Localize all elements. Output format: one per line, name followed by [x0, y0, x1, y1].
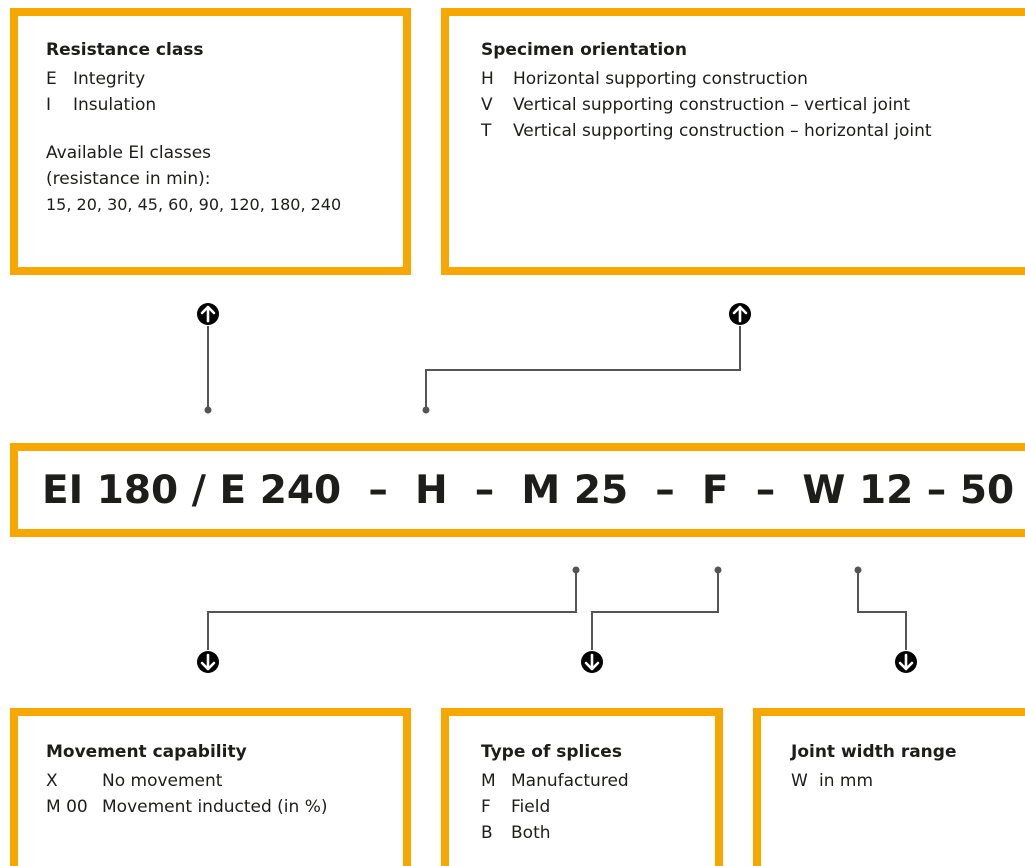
arrow-up-icon [729, 303, 751, 325]
orientation-label-h: Horizontal supporting construction [513, 69, 808, 89]
resistance-item-e: E Integrity [46, 66, 403, 92]
orientation-label-t: Vertical supporting construction – horiz… [513, 121, 932, 141]
connector-movement [207, 570, 577, 650]
resistance-code-e: E [46, 69, 57, 89]
orientation-item-t: T Vertical supporting construction – hor… [481, 118, 1025, 144]
specimen-orientation-box: Specimen orientation H Horizontal suppor… [441, 8, 1025, 275]
connector-dot [572, 566, 580, 574]
movement-code-m: M 00 [46, 797, 88, 817]
orientation-code-h: H [481, 69, 494, 89]
designation-box: EI 180 / E 240 – H – M 25 – F – W 12 – 5… [10, 443, 1025, 537]
arrow-down-icon [895, 651, 917, 673]
splice-code-m: M [481, 771, 496, 791]
connector-splices [591, 570, 719, 650]
movement-item-m: M 00 Movement inducted (in %) [46, 794, 403, 820]
movement-code-x: X [46, 771, 58, 791]
orientation-label-v: Vertical supporting construction – verti… [513, 95, 911, 115]
connector-dot [422, 406, 430, 414]
splice-item-m: M Manufactured [481, 768, 715, 794]
movement-capability-box: Movement capability X No movement M 00 M… [10, 708, 411, 866]
connector-dot [854, 566, 862, 574]
connector-orientation [425, 326, 741, 410]
splice-item-b: B Both [481, 820, 715, 846]
splice-code-f: F [481, 797, 491, 817]
orientation-code-t: T [481, 121, 492, 141]
specimen-orientation-title: Specimen orientation [481, 40, 687, 60]
resistance-note-line-1: Available EI classes [46, 143, 212, 163]
resistance-note-line-2: (resistance in min): [46, 169, 211, 189]
resistance-code-i: I [46, 95, 52, 115]
arrow-down-icon [197, 651, 219, 673]
orientation-item-v: V Vertical supporting construction – ver… [481, 92, 1025, 118]
arrow-down-icon [581, 651, 603, 673]
orientation-code-v: V [481, 95, 493, 115]
splice-type-box: Type of splices M Manufactured F Field B… [441, 708, 723, 866]
splice-type-title: Type of splices [481, 742, 622, 762]
joint-label-w: in mm [819, 771, 874, 791]
splice-label-f: Field [511, 797, 551, 817]
resistance-class-box: Resistance class E Integrity I Insulatio… [10, 8, 411, 275]
resistance-note-line-3: 15, 20, 30, 45, 60, 90, 120, 180, 240 [46, 195, 342, 214]
connector-dot [714, 566, 722, 574]
joint-code-w: W [791, 771, 808, 791]
splice-code-b: B [481, 823, 493, 843]
movement-item-x: X No movement [46, 768, 403, 794]
movement-label-x: No movement [102, 771, 223, 791]
splice-item-f: F Field [481, 794, 715, 820]
resistance-class-title: Resistance class [46, 40, 204, 60]
resistance-label-e: Integrity [73, 69, 146, 89]
movement-capability-title: Movement capability [46, 742, 247, 762]
arrow-up-icon [197, 303, 219, 325]
connector-joint [857, 570, 907, 650]
splice-label-m: Manufactured [511, 771, 629, 791]
splice-label-b: Both [511, 823, 551, 843]
joint-item-w: W in mm [791, 768, 1025, 794]
resistance-item-i: I Insulation [46, 92, 403, 118]
resistance-label-i: Insulation [73, 95, 157, 115]
designation-code: EI 180 / E 240 – H – M 25 – F – W 12 – 5… [42, 467, 1015, 513]
joint-width-title: Joint width range [791, 742, 957, 762]
joint-width-box: Joint width range W in mm [753, 708, 1025, 866]
orientation-item-h: H Horizontal supporting construction [481, 66, 1025, 92]
movement-label-m: Movement inducted (in %) [102, 797, 328, 817]
connector-dot [204, 406, 212, 414]
